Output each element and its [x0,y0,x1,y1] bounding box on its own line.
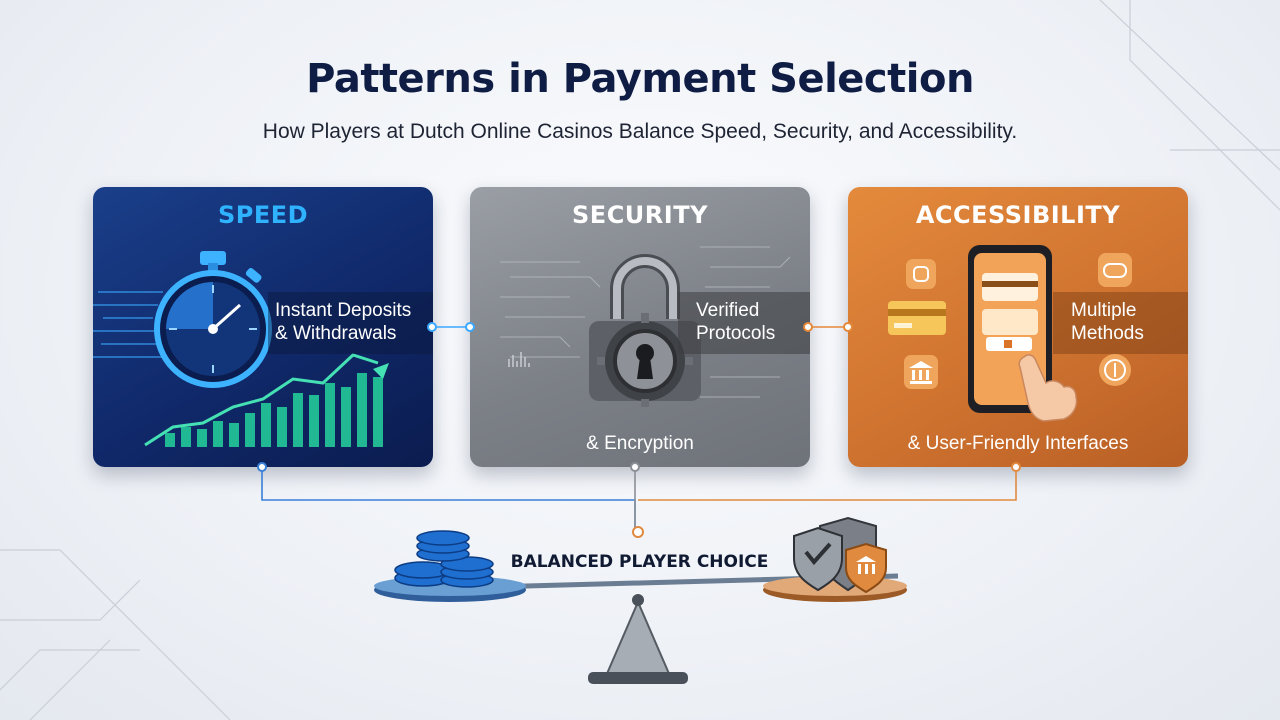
dollar-icon [1099,354,1131,386]
speed-heading: SPEED [217,201,309,229]
security-bottom-text: & Encryption [586,433,694,454]
stopwatch-icon [154,251,272,388]
balance-label: BALANCED PLAYER CHOICE [510,552,769,572]
circuit-decoration [500,246,791,398]
security-heading: SECURITY [572,201,708,229]
speed-line-2: & Withdrawals [275,323,397,344]
accessibility-band-text: Multiple Methods [1071,299,1144,345]
accessibility-band [1053,292,1188,354]
accessibility-line-2: Methods [1071,323,1144,344]
speed-line-1: Instant Deposits [275,300,412,321]
motion-streaks-decoration [93,291,389,447]
security-line-2: Protocols [696,323,776,344]
security-band-text: Verified Protocols [696,299,775,345]
security-card: SECURITY Verified Protocols & [470,187,810,467]
accessibility-heading: ACCESSIBILITY [915,201,1121,229]
accessibility-bottom-text: & User-Friendly Interfaces [907,433,1129,454]
gamepad-icon [1098,253,1132,287]
accessibility-line-1: Multiple [1071,300,1137,321]
security-band [678,292,810,354]
speed-band [268,292,433,354]
speed-band-text: Instant Deposits & Withdrawals [275,299,411,345]
padlock-icon [589,254,701,407]
speed-card: SPEED [93,187,433,467]
wallet-icon [906,259,936,289]
page-subtitle: How Players at Dutch Online Casinos Bala… [262,120,1018,143]
security-line-1: Verified [696,300,760,321]
page-title: Patterns in Payment Selection [306,56,974,102]
coin-stack-icon [394,530,494,588]
credit-card-icon [888,301,946,335]
pointing-hand-icon [1018,354,1078,422]
bank-icon [904,355,938,389]
accessibility-card: ACCESSIBILITY Multiple Methods & User-F [848,187,1188,467]
shield-icon [793,516,887,594]
